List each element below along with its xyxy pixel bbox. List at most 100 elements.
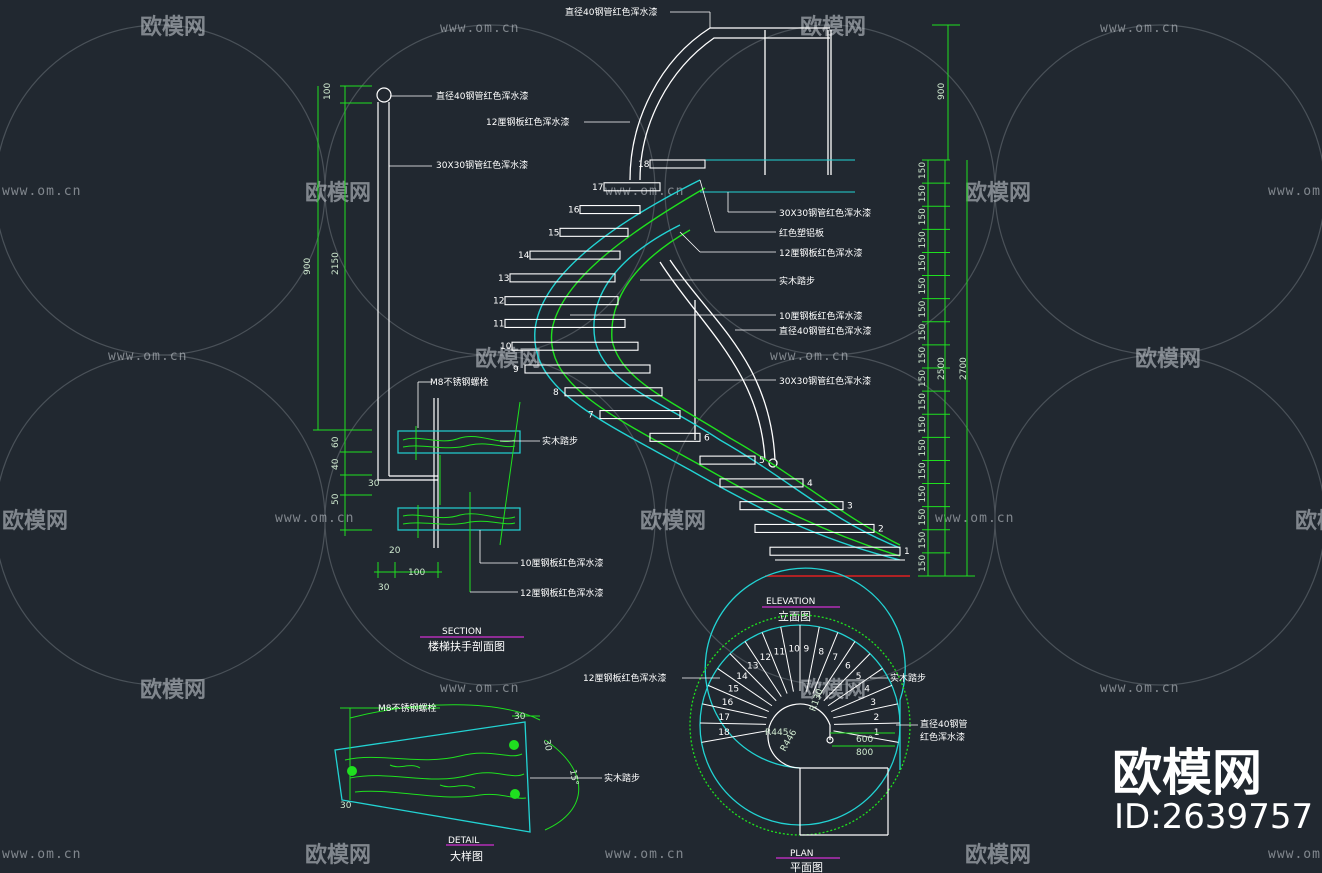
dim-rise: 150: [918, 439, 928, 456]
step-number: 6: [704, 433, 710, 443]
id-badge: 欧模网 ID:2639757: [1112, 744, 1313, 837]
dim-text: 60: [331, 436, 341, 448]
elevation-step: [699, 455, 756, 465]
step-number: 10: [500, 342, 512, 352]
dim-rise: 150: [918, 323, 928, 340]
dim-rise: 150: [918, 508, 928, 525]
watermark-brand: 欧模网: [140, 677, 206, 703]
dim-rise: 150: [918, 531, 928, 548]
plan-spoke: [818, 641, 856, 697]
watermark-brand: 欧模网: [800, 14, 866, 40]
plan-step-number: 17: [719, 713, 730, 723]
badge-id: ID:2639757: [1114, 797, 1313, 837]
plan-step-number: 10: [788, 644, 800, 654]
plan-spoke: [700, 722, 767, 725]
plan-step-number: 9: [804, 644, 810, 654]
plan-spoke: [827, 668, 883, 707]
plan-label-pipe40-2: 红色浑水漆: [920, 731, 965, 743]
dim-text: 30: [368, 479, 380, 489]
watermark-brand: 欧模网: [305, 180, 371, 206]
plan-step-number: 5: [856, 672, 862, 682]
watermark-url: www.om.cn: [108, 349, 187, 364]
detail-title-cn: 大样图: [450, 849, 483, 863]
watermark-url: www.om.cn: [1268, 184, 1322, 199]
dim-rise: 150: [918, 300, 928, 317]
elevation-step: [511, 341, 639, 351]
watermark-brand: 欧模网: [2, 508, 68, 534]
radius-label: R445: [765, 728, 788, 738]
elevation-step: [524, 364, 651, 374]
plan-spoke: [833, 722, 900, 725]
dim-rise: 150: [918, 416, 928, 433]
plan-spoke: [744, 641, 782, 697]
dim-rise: 150: [918, 254, 928, 271]
elevation-step: [504, 296, 619, 306]
watermark-brand: 欧模网: [965, 180, 1031, 206]
watermark-url: www.om.cn: [440, 681, 519, 696]
plan-spoke: [780, 626, 794, 692]
dim-text: 50: [331, 493, 341, 505]
elevation-step: [603, 182, 661, 192]
dim-total-b: 2700: [959, 357, 969, 380]
elevation-step: [504, 318, 626, 328]
dim-text: 15°: [567, 769, 580, 786]
plan-step-number: 2: [873, 713, 879, 723]
dim-rail-height: 900: [937, 83, 947, 100]
elevation-step: [649, 432, 701, 442]
step-number: 4: [807, 479, 813, 489]
dim-text: 30: [514, 712, 526, 722]
plan-title-en: PLAN: [790, 849, 814, 859]
plan-step-number: 8: [818, 647, 824, 657]
label-plate10: 10厘钢板红色浑水漆: [779, 310, 862, 322]
dim-rise: 150: [918, 462, 928, 479]
plan-step-number: 14: [736, 672, 748, 682]
plan-spoke: [833, 703, 898, 719]
step-number: 1: [904, 547, 910, 557]
step-number: 12: [493, 297, 504, 307]
plan-label-pipe40-1: 直径40钢管: [920, 718, 967, 730]
label-tube30: 30X30钢管红色浑水漆: [436, 159, 528, 171]
plan-title-cn: 平面图: [790, 861, 823, 873]
dim-rise: 150: [918, 370, 928, 387]
dim-rise: 150: [918, 347, 928, 364]
plan-step-number: 12: [760, 653, 771, 663]
step-number: 18: [638, 160, 650, 170]
elevation-step: [564, 387, 663, 397]
label-plate10: 10厘钢板红色浑水漆: [520, 557, 603, 569]
detail-view: M8不锈钢螺栓 实木踏步 30 30 15° 30 DETAIL 大样图: [334, 702, 640, 863]
elevation-step: [529, 250, 621, 260]
watermark-url: www.om.cn: [770, 349, 849, 364]
plan-spoke: [707, 684, 769, 712]
dim-800: 800: [856, 748, 873, 758]
elevation-title-en: ELEVATION: [766, 597, 815, 607]
plan-spoke: [812, 632, 839, 694]
detail-title-en: DETAIL: [448, 836, 479, 846]
elevation-step: [579, 205, 641, 215]
badge-brand: 欧模网: [1112, 744, 1262, 802]
watermark-brand: 欧模网: [800, 677, 866, 703]
watermark-url: www.om.cn: [2, 184, 81, 199]
detail-label-bolt: M8不锈钢螺栓: [378, 702, 437, 714]
step-number: 14: [518, 251, 530, 261]
step-number: 16: [568, 206, 580, 216]
elevation-step: [739, 501, 844, 511]
section-title-en: SECTION: [442, 627, 482, 637]
elevation-step: [649, 159, 706, 169]
plan-label-wood: 实木踏步: [890, 672, 926, 684]
step-number: 9: [513, 365, 519, 375]
elevation-title-cn: 立面图: [778, 609, 811, 623]
step-number: 7: [588, 411, 594, 421]
plan-spoke: [761, 632, 788, 694]
dim-total-a: 2500: [937, 357, 947, 380]
watermark-brand: 欧模网: [140, 14, 206, 40]
plan-label-plate12: 12厘钢板红色浑水漆: [583, 672, 666, 684]
watermark-url: www.om.cn: [275, 511, 354, 526]
label-plate12: 12厘钢板红色浑水漆: [779, 247, 862, 259]
dim-text: 100: [323, 83, 333, 100]
detail-label-wood: 实木踏步: [604, 772, 640, 784]
plan-step-number: 7: [832, 653, 838, 663]
dim-text: 40: [331, 458, 341, 470]
